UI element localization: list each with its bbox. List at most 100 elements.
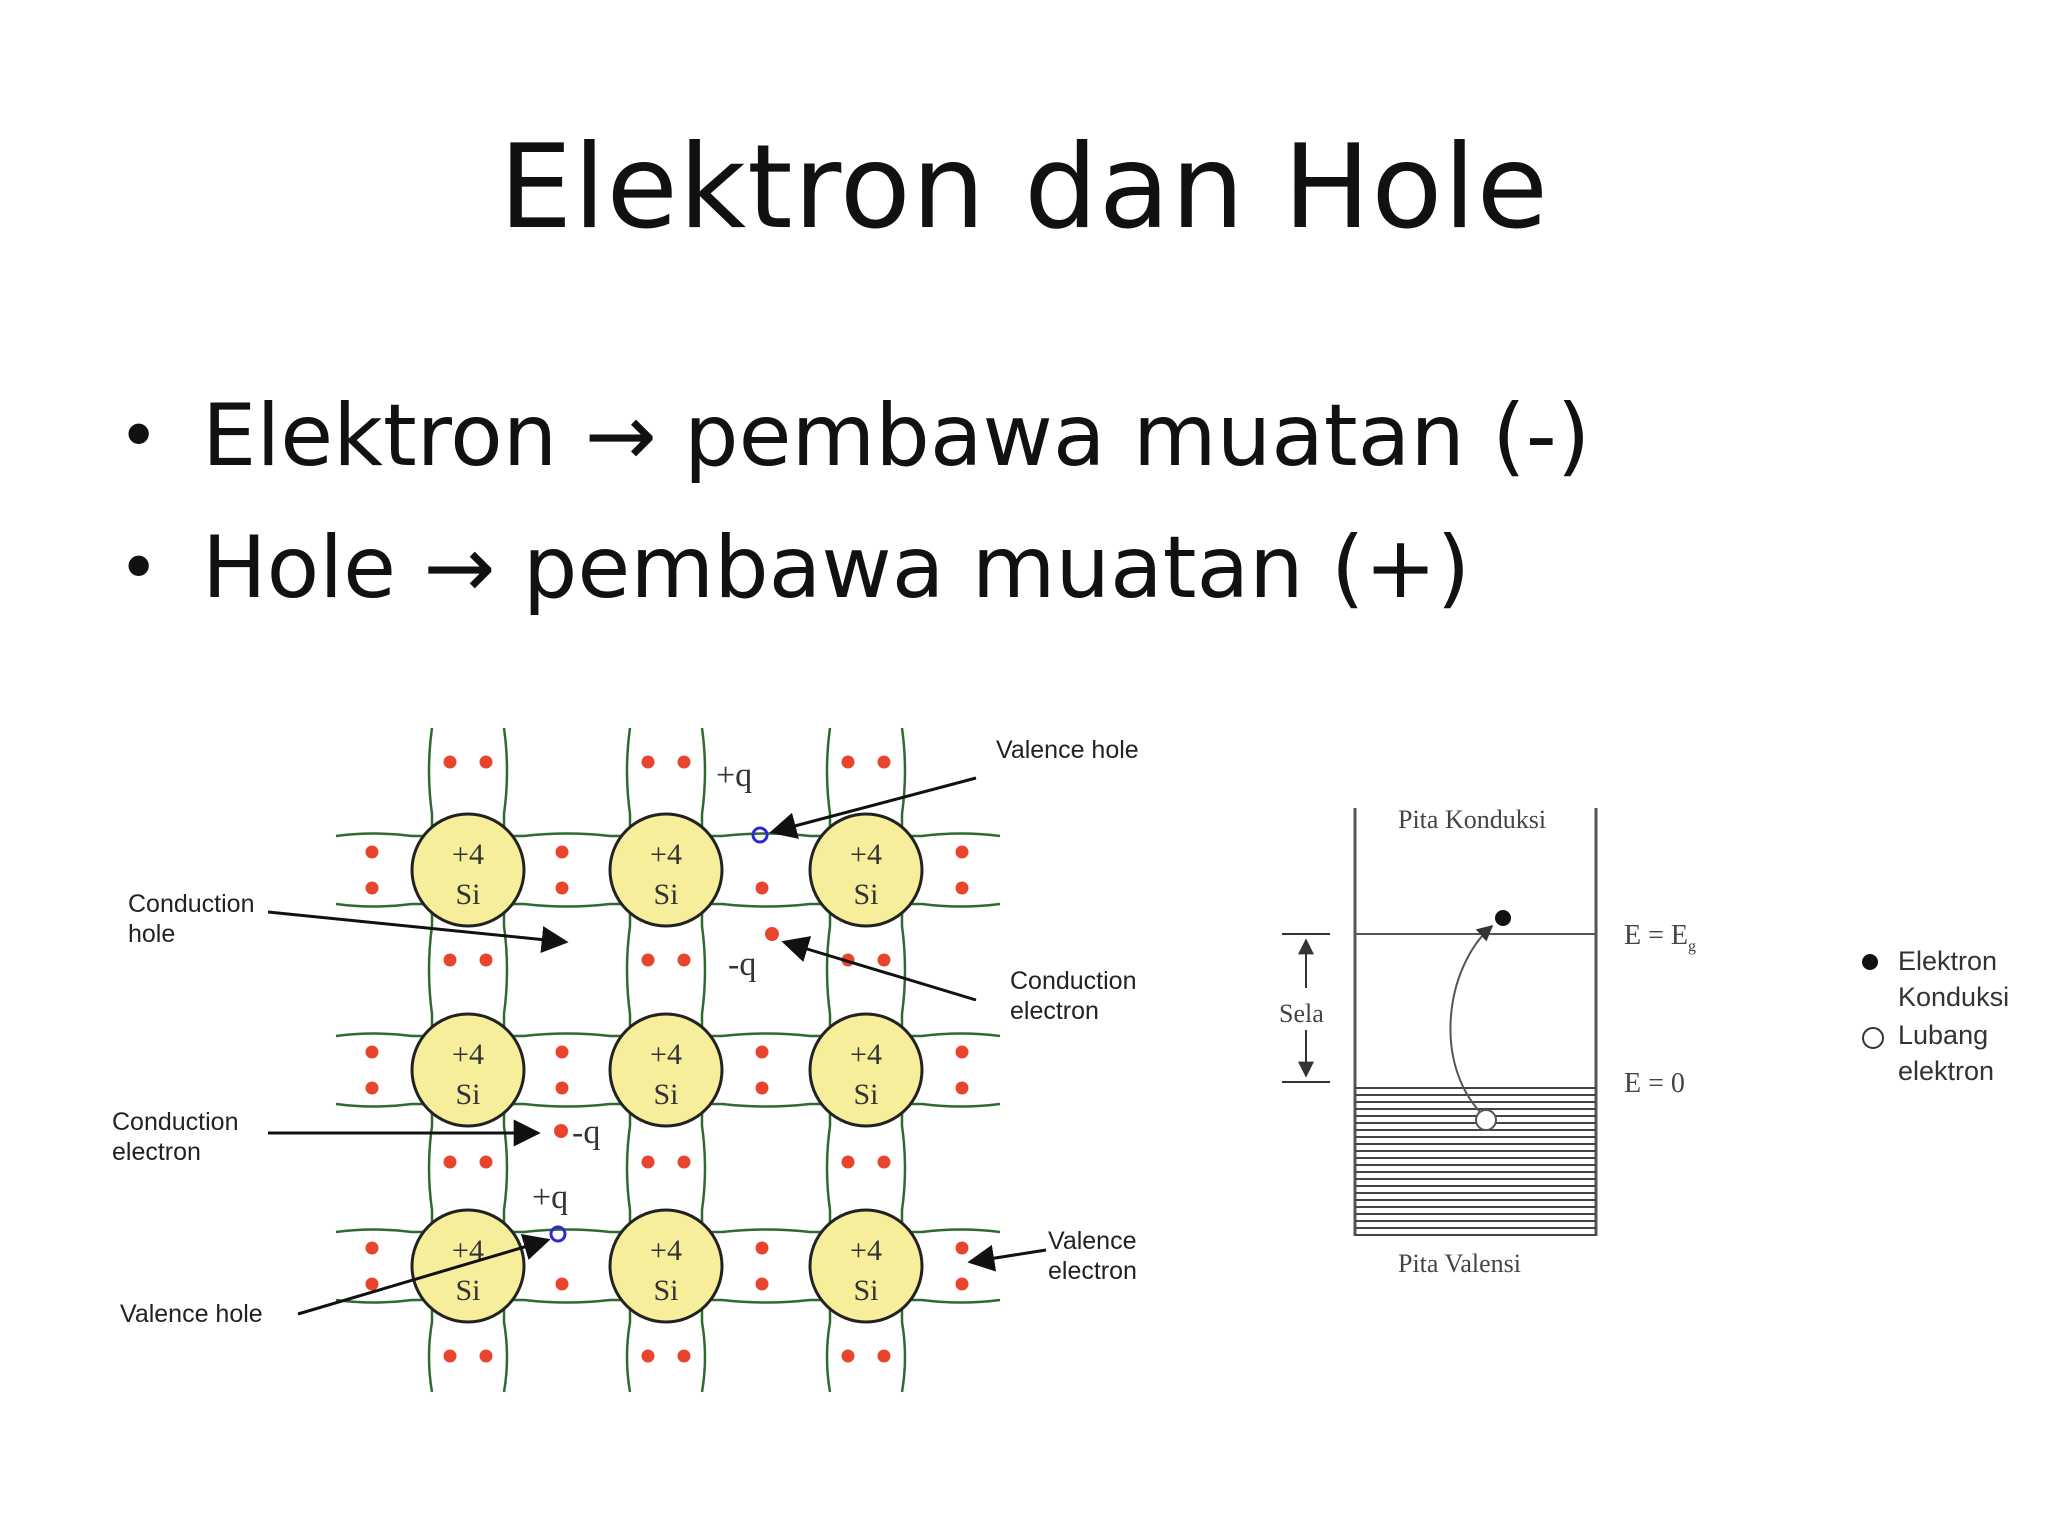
atom-charge-label: +4	[850, 1038, 882, 1071]
valence-electron-dot	[555, 1081, 569, 1095]
bullet-list: • Elektron → pembawa muatan (-) • Hole →…	[118, 370, 1918, 634]
label-valence-hole-bottom: Valence hole	[120, 1300, 263, 1328]
atom-symbol-label: Si	[853, 1078, 878, 1111]
valence-electron-dot	[365, 1241, 379, 1255]
arrow-valence-hole-top	[769, 776, 977, 839]
atom-grid: +4Si+4Si+4Si+4Si+4Si+4Si+4Si+4Si+4Si	[410, 812, 924, 1324]
silicon-atom	[808, 1208, 924, 1324]
valence-electron-dot	[955, 1241, 969, 1255]
valence-electron-dot	[365, 1277, 379, 1291]
bullet-text: Hole → pembawa muatan (+)	[202, 518, 1471, 618]
conduction-electron-free-mid	[554, 1124, 568, 1138]
atom-charge-label: +4	[650, 1234, 682, 1267]
atom-charge-label: +4	[452, 1038, 484, 1071]
atom-symbol-label: Si	[455, 878, 480, 911]
bullet-dot-icon: •	[118, 527, 160, 609]
valence-electron-dot	[877, 755, 891, 769]
valence-electron-dot	[641, 1349, 655, 1363]
plus-q-label: +q	[716, 757, 752, 794]
valence-electron-dot	[877, 1349, 891, 1363]
silicon-atom	[410, 1208, 526, 1324]
silicon-atom	[608, 1208, 724, 1324]
valence-electron-dot	[955, 1081, 969, 1095]
conduction-electron-free-top	[765, 927, 779, 941]
valence-electron-dot	[641, 755, 655, 769]
arrow-valence-hole-bottom	[297, 1233, 551, 1316]
valence-electron-dot	[641, 953, 655, 967]
slide-title: Elektron dan Hole	[499, 120, 1549, 255]
arrow-conduction-hole	[267, 910, 569, 953]
valence-electron-dot	[479, 1155, 493, 1169]
minus-q-label: -q	[572, 1114, 600, 1151]
plus-q-label: +q	[532, 1179, 568, 1216]
valence-electron-dot	[877, 1155, 891, 1169]
atom-symbol-label: Si	[653, 1274, 678, 1307]
valence-electron-dot	[365, 1045, 379, 1059]
arrow-conduction-electron-right	[781, 936, 977, 1002]
valence-electron-dot	[555, 881, 569, 895]
valence-electron-dot	[555, 1045, 569, 1059]
valence-electron-dot	[677, 755, 691, 769]
valence-electron-dot	[755, 1045, 769, 1059]
valence-electron-dot	[479, 953, 493, 967]
valence-electrons	[365, 755, 969, 1363]
silicon-atom	[410, 812, 526, 928]
arrow-valence-electron	[967, 1244, 1047, 1272]
atom-symbol-label: Si	[455, 1274, 480, 1307]
bullet-dot-icon: •	[118, 395, 160, 477]
valence-electron-dot	[955, 1045, 969, 1059]
label-valence-hole-top: Valence hole	[996, 736, 1139, 764]
bullet-item-hole: • Hole → pembawa muatan (+)	[118, 502, 1918, 634]
valence-electron-dot	[443, 755, 457, 769]
valence-electron-dot	[841, 1155, 855, 1169]
silicon-atom	[808, 812, 924, 928]
valence-electron-dot	[641, 1155, 655, 1169]
valence-electron-dot	[365, 845, 379, 859]
valence-electron-dot	[841, 1349, 855, 1363]
bullet-item-electron: • Elektron → pembawa muatan (-)	[118, 370, 1918, 502]
bullet-text: Elektron → pembawa muatan (-)	[202, 386, 1591, 486]
valence-electron-dot	[841, 755, 855, 769]
atom-charge-label: +4	[850, 838, 882, 871]
atom-symbol-label: Si	[653, 1078, 678, 1111]
atom-charge-label: +4	[452, 1234, 484, 1267]
atom-symbol-label: Si	[853, 878, 878, 911]
atom-charge-label: +4	[650, 1038, 682, 1071]
valence-electron-dot	[755, 881, 769, 895]
valence-electron-dot	[443, 953, 457, 967]
valence-electron-dot	[479, 1349, 493, 1363]
valence-electron-dot	[555, 1277, 569, 1291]
silicon-atom	[608, 812, 724, 928]
valence-electron-dot	[365, 881, 379, 895]
valence-electron-dot	[955, 1277, 969, 1291]
valence-hole-top	[751, 826, 769, 844]
valence-electron-dot	[677, 953, 691, 967]
valence-electron-dot	[955, 881, 969, 895]
atom-symbol-label: Si	[455, 1078, 480, 1111]
atom-symbol-label: Si	[653, 878, 678, 911]
valence-electron-dot	[443, 1349, 457, 1363]
valence-electron-dot	[555, 845, 569, 859]
valence-electron-dot	[365, 1081, 379, 1095]
atom-charge-label: +4	[850, 1234, 882, 1267]
atom-symbol-label: Si	[853, 1274, 878, 1307]
valence-electron-dot	[677, 1349, 691, 1363]
valence-hole-bottom	[549, 1225, 567, 1243]
valence-electron-dot	[755, 1277, 769, 1291]
valence-electron-dot	[955, 845, 969, 859]
valence-electron-dot	[877, 953, 891, 967]
minus-q-label: -q	[728, 946, 756, 983]
silicon-atom	[808, 1012, 924, 1128]
atom-charge-label: +4	[650, 838, 682, 871]
valence-electron-dot	[479, 755, 493, 769]
valence-electron-dot	[443, 1155, 457, 1169]
valence-electron-dot	[755, 1081, 769, 1095]
valence-electron-dot	[755, 1241, 769, 1255]
silicon-atom	[410, 1012, 526, 1128]
